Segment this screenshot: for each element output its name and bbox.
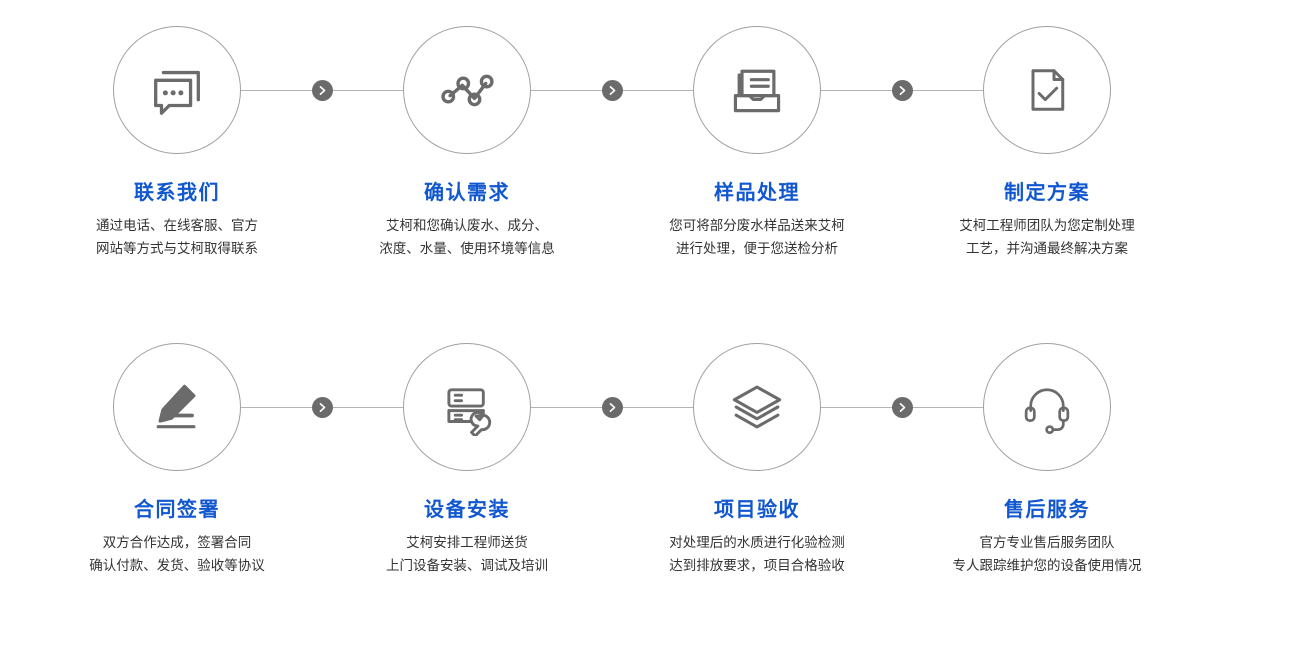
step-connector [531, 80, 693, 101]
step-icon-circle [403, 26, 531, 154]
headset-support-icon [1018, 378, 1076, 436]
process-row-top: 联系我们 通过电话、在线客服、官方 网站等方式与艾柯取得联系 [0, 0, 1293, 326]
step-connector [821, 397, 983, 418]
step-description-line: 艾柯工程师团队为您定制处理 [959, 218, 1135, 233]
process-step-project-acceptance[interactable]: 项目验收 对处理后的水质进行化验检测 达到排放要求，项目合格验收 [612, 343, 983, 577]
process-row-bottom: 合同签署 双方合作达成，签署合同 确认付款、发货、验收等协议 [0, 326, 1293, 643]
step-title: 项目验收 [714, 499, 800, 521]
step-description-line: 进行处理，便于您送检分析 [676, 241, 838, 257]
network-nodes-icon [437, 60, 497, 120]
step-description: 对处理后的水质进行化验检测 达到排放要求，项目合格验收 [669, 531, 845, 577]
chevron-right-icon [312, 397, 333, 418]
step-description-line: 对处理后的水质进行化验检测 [669, 535, 845, 550]
process-step-contact-us[interactable]: 联系我们 通过电话、在线客服、官方 网站等方式与艾柯取得联系 [32, 26, 403, 260]
step-description-line: 通过电话、在线客服、官方 [96, 218, 258, 233]
step-description-line: 专人跟踪维护您的设备使用情况 [952, 558, 1142, 574]
step-description-line: 官方专业售后服务团队 [979, 535, 1115, 550]
step-description-line: 达到排放要求，项目合格验收 [669, 558, 845, 574]
step-description-line: 艾柯和您确认废水、成分、 [386, 218, 548, 233]
step-connector [531, 397, 693, 418]
step-connector [241, 397, 403, 418]
step-description: 通过电话、在线客服、官方 网站等方式与艾柯取得联系 [96, 214, 258, 260]
process-step-create-plan[interactable]: 制定方案 艾柯工程师团队为您定制处理 工艺，并沟通最终解决方案 [902, 26, 1192, 260]
step-connector [821, 80, 983, 101]
chat-bubbles-icon [146, 59, 208, 121]
step-description: 艾柯工程师团队为您定制处理 工艺，并沟通最终解决方案 [959, 214, 1135, 260]
step-description-line: 您可将部分废水样品送来艾柯 [669, 218, 845, 233]
step-icon-circle [693, 26, 821, 154]
layers-stack-icon [728, 378, 786, 436]
step-connector [241, 80, 403, 101]
step-icon-circle [113, 26, 241, 154]
document-check-icon [1019, 62, 1075, 118]
step-description-line: 工艺，并沟通最终解决方案 [966, 241, 1128, 257]
step-description-line: 上门设备安装、调试及培训 [386, 558, 548, 574]
step-description-line: 浓度、水量、使用环境等信息 [379, 241, 555, 257]
step-description: 官方专业售后服务团队 专人跟踪维护您的设备使用情况 [953, 531, 1142, 577]
step-description: 您可将部分废水样品送来艾柯 进行处理，便于您送检分析 [669, 214, 845, 260]
step-description-line: 双方合作达成，签署合同 [102, 535, 252, 550]
step-icon-circle [983, 343, 1111, 471]
step-title: 设备安装 [424, 499, 510, 521]
step-icon-circle [403, 343, 531, 471]
pencil-signature-icon [147, 377, 207, 437]
step-title: 确认需求 [424, 182, 510, 204]
step-description-line: 艾柯安排工程师送货 [406, 535, 528, 550]
chevron-right-icon [892, 80, 913, 101]
process-step-contract-signing[interactable]: 合同签署 双方合作达成，签署合同 确认付款、发货、验收等协议 [32, 343, 403, 577]
process-step-equipment-installation[interactable]: 设备安装 艾柯安排工程师送货 上门设备安装、调试及培训 [322, 343, 693, 577]
step-title: 样品处理 [714, 182, 800, 204]
step-description-line: 网站等方式与艾柯取得联系 [96, 241, 258, 257]
step-icon-circle [983, 26, 1111, 154]
chevron-right-icon [602, 80, 623, 101]
step-icon-circle [113, 343, 241, 471]
server-wrench-icon [438, 378, 496, 436]
step-title: 售后服务 [1004, 499, 1090, 521]
chevron-right-icon [602, 397, 623, 418]
process-step-after-sales-service[interactable]: 售后服务 官方专业售后服务团队 专人跟踪维护您的设备使用情况 [902, 343, 1192, 577]
step-description: 艾柯和您确认废水、成分、 浓度、水量、使用环境等信息 [379, 214, 555, 260]
step-title: 制定方案 [1004, 182, 1090, 204]
chevron-right-icon [892, 397, 913, 418]
step-icon-circle [693, 343, 821, 471]
step-description: 艾柯安排工程师送货 上门设备安装、调试及培训 [386, 531, 548, 577]
process-step-confirm-requirements[interactable]: 确认需求 艾柯和您确认废水、成分、 浓度、水量、使用环境等信息 [322, 26, 693, 260]
document-inbox-icon [727, 60, 787, 120]
step-title: 联系我们 [134, 182, 220, 204]
step-title: 合同签署 [134, 499, 220, 521]
step-description: 双方合作达成，签署合同 确认付款、发货、验收等协议 [89, 531, 265, 577]
step-description-line: 确认付款、发货、验收等协议 [89, 558, 265, 574]
process-step-sample-processing[interactable]: 样品处理 您可将部分废水样品送来艾柯 进行处理，便于您送检分析 [612, 26, 983, 260]
chevron-right-icon [312, 80, 333, 101]
